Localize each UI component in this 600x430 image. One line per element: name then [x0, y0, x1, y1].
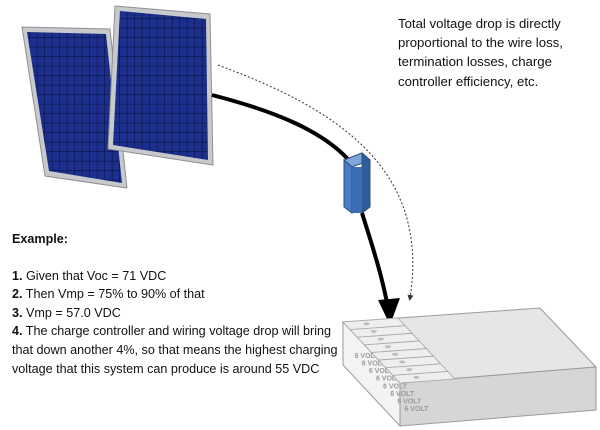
example-step: 3. Vmp = 57.0 VDC [12, 304, 342, 323]
voltage-drop-note: Total voltage drop is directly proportio… [398, 16, 563, 89]
step-number: 3. [12, 305, 23, 320]
step-text: The charge controller and wiring voltage… [12, 324, 338, 376]
battery-terminal-icon [377, 337, 384, 341]
controller-to-battery-wire [360, 212, 390, 309]
battery-label: 6 VOLT [369, 368, 394, 375]
step-text: Vmp = 57.0 VDC [22, 305, 121, 320]
example-step: 2. Then Vmp = 75% to 90% of that [12, 285, 342, 304]
battery-terminal-icon [370, 329, 377, 333]
battery-label: 6 VOLT [376, 376, 401, 383]
example-heading: Example: [12, 232, 68, 246]
example-step: 1. Given that Voc = 71 VDC [12, 267, 342, 286]
battery-terminal-icon [413, 375, 420, 379]
example-section: Example: 1. Given that Voc = 71 VDC 2. T… [12, 230, 342, 378]
battery-unit-top [392, 371, 456, 384]
battery-label: 6 VOLT [383, 383, 408, 390]
battery-label: 6 VOLT [397, 399, 422, 406]
battery-terminal-icon [399, 360, 406, 364]
battery-label: 6 VOLT [404, 406, 429, 413]
step-number: 1. [12, 268, 23, 283]
solar-panel-front [107, 5, 214, 166]
step-number: 2. [12, 287, 23, 302]
battery-terminal-icon [406, 368, 413, 372]
battery-arrowhead [378, 298, 400, 325]
battery-terminal-icon [363, 322, 370, 326]
battery-terminal-icon [384, 345, 391, 349]
step-text: Then Vmp = 75% to 90% of that [22, 287, 205, 302]
example-step: 4. The charge controller and wiring volt… [12, 322, 342, 378]
charge-controller [343, 151, 371, 214]
battery-label: 6 VOLT [362, 360, 387, 367]
solar-panel-back [21, 26, 128, 189]
step-text: Given that Voc = 71 VDC [22, 268, 167, 283]
battery-terminal-icon [392, 352, 399, 356]
panel-to-controller-wire [211, 93, 355, 167]
battery-label: 6 VOLT [390, 391, 415, 398]
voltage-drop-dashed-arrow [217, 64, 414, 301]
step-number: 4. [12, 324, 23, 339]
battery-label: 6 VOLT [355, 353, 380, 360]
